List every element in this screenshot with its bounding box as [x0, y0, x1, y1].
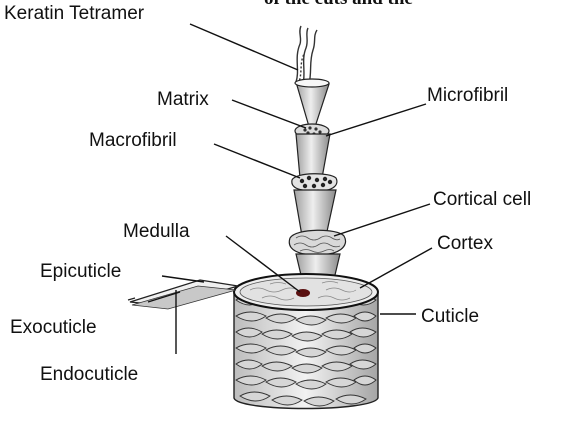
- epicuticle-leader: [162, 276, 204, 282]
- macrofibril-leader: [214, 144, 300, 178]
- label-exocuticle: Exocuticle: [10, 318, 97, 337]
- label-macrofibril: Macrofibril: [89, 131, 177, 150]
- cortical-cell-leader: [334, 204, 430, 236]
- keratin-tetramer-strands: [296, 26, 317, 84]
- microfibril-cone: [295, 79, 329, 138]
- macrofibril-cone: [292, 134, 337, 191]
- label-keratin-tetramer: Keratin Tetramer: [4, 4, 144, 23]
- cortex-leader: [360, 248, 432, 288]
- label-cuticle: Cuticle: [421, 307, 479, 326]
- label-cortical-cell: Cortical cell: [433, 190, 531, 209]
- keratin-tetramer-leader: [190, 24, 298, 70]
- matrix-leader: [232, 100, 306, 128]
- cortical-cell-cone: [289, 190, 345, 254]
- top-cropped-text: of the cuts and the: [264, 0, 413, 8]
- hair-shaft-cylinder: [234, 274, 378, 409]
- label-cortex: Cortex: [437, 234, 493, 253]
- label-microfibril: Microfibril: [427, 86, 508, 105]
- microfibril-leader: [326, 104, 426, 136]
- label-epicuticle: Epicuticle: [40, 262, 121, 281]
- label-endocuticle: Endocuticle: [40, 365, 138, 384]
- cuticle-layers-flap: [128, 280, 238, 309]
- label-matrix: Matrix: [157, 90, 209, 109]
- label-medulla: Medulla: [123, 222, 190, 241]
